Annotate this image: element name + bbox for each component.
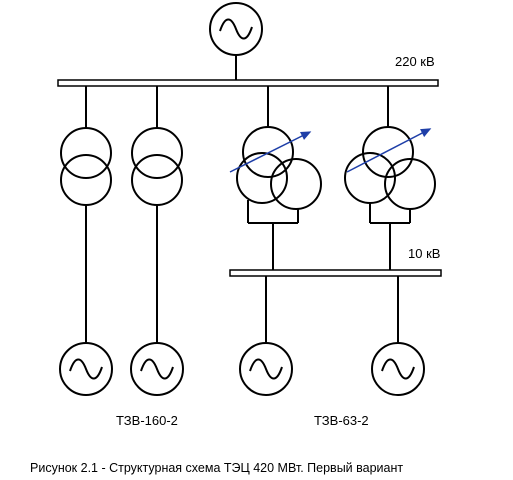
branch-4 xyxy=(344,86,436,270)
generator-type-label-left: ТЗВ-160-2 xyxy=(116,413,178,428)
sine-wave-icon xyxy=(69,358,103,380)
bus-220kv xyxy=(57,79,439,87)
transformer-3 xyxy=(229,126,322,210)
bus-10kv-label: 10 кВ xyxy=(408,246,440,261)
bus-10kv xyxy=(229,269,442,277)
generator-3 xyxy=(239,276,293,396)
regulation-arrow-icon xyxy=(346,128,432,173)
sine-wave-icon xyxy=(219,18,253,40)
sine-wave-icon xyxy=(381,358,415,380)
system-generator xyxy=(209,2,263,80)
transformer-2 xyxy=(131,127,183,206)
regulation-arrow-icon xyxy=(229,131,312,173)
generator-4 xyxy=(371,276,425,396)
branch-1 xyxy=(59,86,113,396)
bus-220kv-label: 220 кВ xyxy=(395,54,435,69)
branch-3 xyxy=(229,86,322,270)
sine-wave-icon xyxy=(140,358,174,380)
generator-type-label-right: ТЗВ-63-2 xyxy=(314,413,369,428)
transformer-1 xyxy=(60,127,112,206)
generator-1 xyxy=(59,342,113,396)
branch-2 xyxy=(130,86,184,396)
figure-caption: Рисунок 2.1 - Структурная схема ТЭЦ 420 … xyxy=(30,461,403,475)
transformer-4 xyxy=(344,126,436,210)
sine-wave-icon xyxy=(249,358,283,380)
generator-2 xyxy=(130,342,184,396)
